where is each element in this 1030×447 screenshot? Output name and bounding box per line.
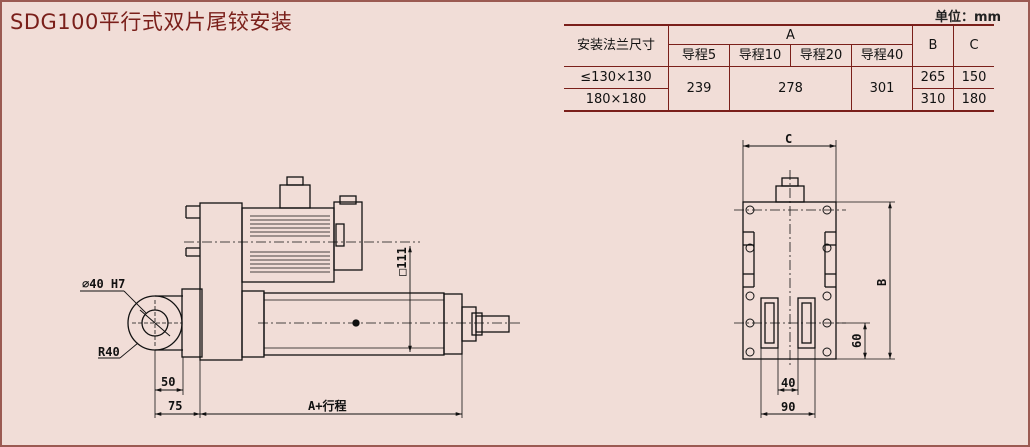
dim-75-label: 75 [168, 399, 182, 413]
motor-connector [279, 184, 311, 209]
b-cell: 310 [912, 88, 954, 112]
c-cell: 180 [953, 88, 994, 112]
unit-label: 单位：mm [935, 10, 1002, 25]
a-lead40-cell: 301 [851, 66, 913, 112]
end-housing [742, 201, 837, 360]
side-view [80, 176, 520, 418]
table-row: ≤130×130 239 278 301 265 150 [564, 66, 994, 112]
lead-5: 导程5 [668, 44, 730, 67]
hole-dim-label: ⌀40 H7 [82, 277, 125, 291]
table-header-row: 安装法兰尺寸 A B C [564, 24, 994, 67]
rear-block [181, 288, 203, 358]
dim-40-label: 40 [781, 376, 795, 390]
mounting-bolts [745, 205, 832, 357]
c-header: C [953, 24, 994, 67]
b-header: B [912, 24, 954, 67]
dim-b-label: B [875, 279, 889, 286]
encoder-connector [333, 201, 363, 271]
front-cap [443, 293, 463, 355]
actuator-body [241, 290, 265, 358]
dim-stroke-label: A+行程 [308, 398, 346, 413]
spec-table: 安装法兰尺寸 A B C 导程5 导程10 导程20 导程40 ≤130×130… [564, 24, 994, 112]
a-lead10-20-cell: 278 [729, 66, 852, 112]
end-view [734, 140, 895, 418]
servo-motor [241, 207, 335, 283]
radius-dim-label: R40 [98, 345, 120, 359]
dim-50-label: 50 [161, 375, 175, 389]
table-lead-row: 导程5 导程10 导程20 导程40 [564, 44, 994, 67]
page-title: SDG100平行式双片尾铰安装 [10, 10, 293, 34]
square-dim-label: □111 [395, 247, 409, 276]
belt-housing [199, 202, 243, 361]
dim-c-label: C [785, 132, 792, 146]
table-row: 180×180 310 180 [564, 88, 994, 112]
b-cell: 265 [912, 66, 954, 89]
motor-fins [250, 215, 330, 273]
dim-60-label: 60 [850, 334, 864, 348]
lead-20: 导程20 [790, 44, 852, 67]
lead-10: 导程10 [729, 44, 791, 67]
rod-end [475, 315, 510, 333]
size-header: 安装法兰尺寸 [564, 24, 669, 67]
c-cell: 150 [953, 66, 994, 89]
size-cell: 180×180 [564, 88, 669, 112]
dim-90-label: 90 [781, 400, 795, 414]
lead-40: 导程40 [851, 44, 913, 67]
size-cell: ≤130×130 [564, 66, 669, 89]
